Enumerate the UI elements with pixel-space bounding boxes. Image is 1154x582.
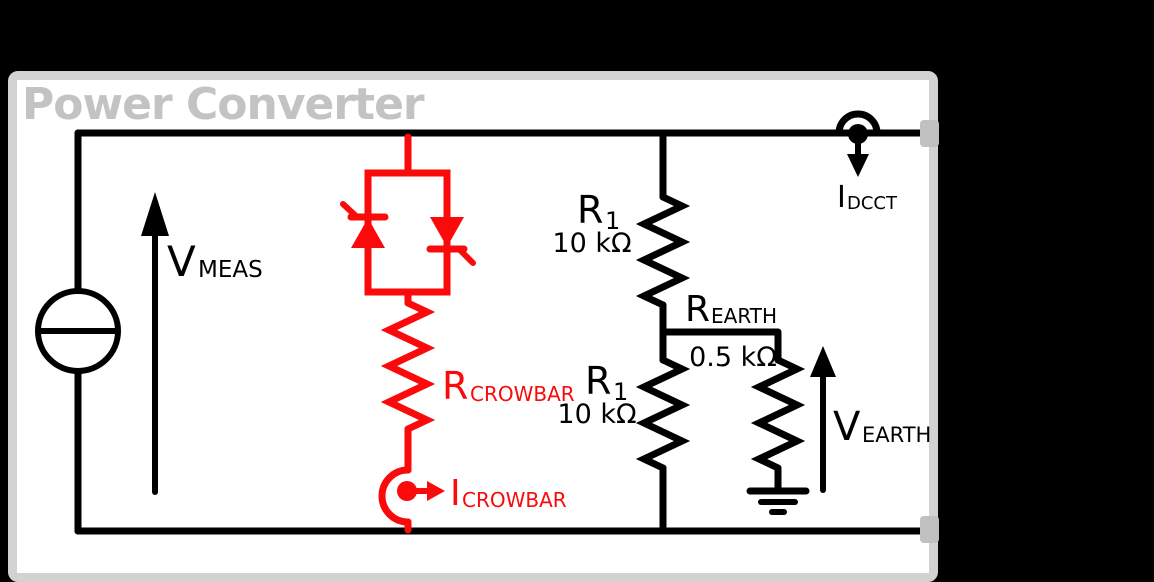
icrowbar-source-icon <box>378 466 445 534</box>
current-source <box>35 129 121 535</box>
crowbar-loop <box>364 169 451 296</box>
vmeas-label-main: V <box>167 237 196 286</box>
divider-branch <box>635 129 691 535</box>
rcrowbar-resistor <box>380 299 436 433</box>
r1-top-value: 10 kΩ <box>552 228 631 259</box>
r1-bottom-label-main: R <box>585 359 611 403</box>
idcct-sensor-icon <box>835 110 881 177</box>
earth-branch <box>659 328 810 515</box>
r1-bottom-resistor <box>635 356 691 472</box>
power-converter-frame <box>8 71 938 582</box>
vmeas-arrow <box>141 192 169 495</box>
crowbar-branch <box>340 133 476 534</box>
vmeas-label-sub: MEAS <box>198 257 263 283</box>
connector-stub-bottom <box>920 516 939 543</box>
rcrowbar-label-sub: CROWBAR <box>470 382 575 406</box>
r1-top-label-sub: 1 <box>605 207 620 235</box>
r1-top-label-main: R <box>577 188 603 232</box>
rearth-label-sub: EARTH <box>711 304 777 328</box>
idcct-label-sub: DCCT <box>847 193 898 214</box>
icrowbar-label-sub: CROWBAR <box>462 488 567 512</box>
thyristor-right-icon <box>426 217 476 266</box>
vearth-label-main: V <box>833 404 861 450</box>
idcct-label-main: I <box>837 180 846 215</box>
vearth-arrowhead <box>810 346 836 377</box>
rearth-resistor <box>750 356 806 472</box>
icrowbar-label-main: I <box>450 473 461 514</box>
connector-stub-top <box>920 120 939 147</box>
r1-bottom-label-sub: 1 <box>613 378 628 406</box>
vmeas-arrowhead <box>141 192 169 236</box>
r1-top-resistor <box>635 193 691 309</box>
vearth-arrow <box>810 346 836 493</box>
rearth-value: 0.5 kΩ <box>689 342 777 373</box>
rcrowbar-label-main: R <box>442 364 468 408</box>
ground-icon <box>746 487 810 515</box>
rearth-label-main: R <box>685 289 710 330</box>
thyristor-left-icon <box>340 201 389 248</box>
r1-bottom-value: 10 kΩ <box>557 399 636 430</box>
power-converter-title: Power Converter <box>22 79 425 130</box>
vearth-label-sub: EARTH <box>862 423 931 447</box>
